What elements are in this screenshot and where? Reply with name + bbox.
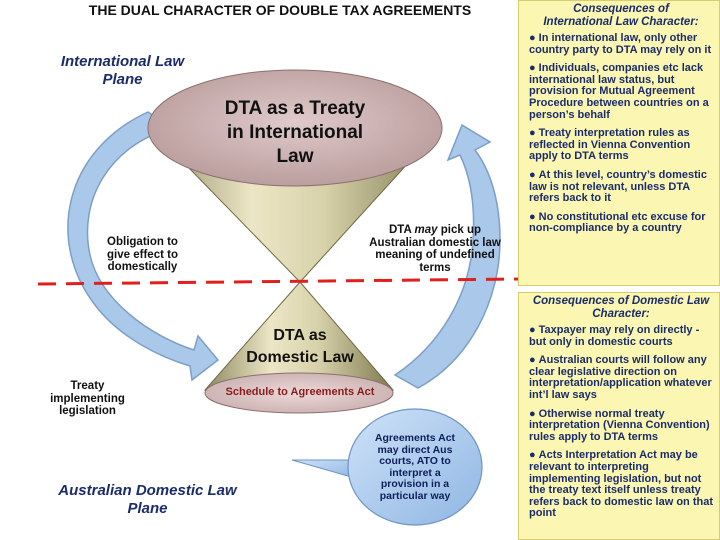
treaty-impl-line1: Treaty: [70, 380, 105, 392]
dom-item: ●Otherwise normal treaty interpretation …: [529, 407, 713, 444]
dom-item-text: Acts Interpretation Act may be relevant …: [529, 449, 713, 520]
bubble-pointer: [291, 459, 356, 479]
dom-item-text: Australian courts will follow any clear …: [529, 354, 712, 401]
callout-line6: particular way: [379, 489, 451, 502]
intl-item-text: Treaty interpretation rules as reflected…: [529, 127, 691, 163]
dom-item-text: Taxpayer may rely on directly - but only…: [529, 324, 700, 348]
obligation-label: Obligation to give effect to domesticall…: [90, 236, 195, 274]
international-plane-line1: International Law: [60, 53, 185, 70]
dom-item-text: Otherwise normal treaty interpretation (…: [529, 407, 710, 443]
treaty-line2: in International: [226, 122, 364, 143]
international-plane-label: International Law Plane: [40, 53, 205, 89]
bullet-icon: ●: [529, 354, 536, 367]
bullet-icon: ●: [529, 407, 536, 420]
dom-title-line1: Consequences of Domestic Law: [532, 295, 710, 307]
intl-item: ●Individuals, companies etc lack interna…: [529, 62, 713, 121]
callout-line5: provision in a: [380, 478, 450, 490]
callout-line4: interpret a: [389, 466, 441, 479]
bottom-ellipse: [204, 372, 394, 414]
international-consequences-panel: Consequences of International Law Charac…: [518, 0, 720, 286]
dom-item: ●Taxpayer may rely on directly - but onl…: [529, 324, 713, 348]
intl-item: ●In international law, only other countr…: [529, 32, 713, 56]
bullet-icon: ●: [529, 62, 536, 75]
right-curved-arrow: [393, 123, 501, 389]
bullet-icon: ●: [529, 210, 536, 223]
dta-may-line2: Australian domestic law: [369, 236, 501, 249]
dta-may-label: DTA may pick up Australian domestic law …: [350, 224, 520, 274]
intl-item: ●Treaty interpretation rules as reflecte…: [529, 127, 713, 163]
plane-divider: [37, 277, 521, 286]
international-plane-line2: Plane: [102, 71, 143, 88]
intl-item-text: No constitutional etc excuse for non-com…: [529, 210, 706, 235]
intl-title-line2: International Law Character:: [543, 15, 699, 28]
dta-may-line1: DTA may pick up: [350, 224, 520, 237]
bullet-icon: ●: [529, 127, 536, 140]
dta-may-line4: terms: [419, 261, 451, 274]
dom-title-line2: Character:: [592, 307, 650, 320]
callout-line3: courts, ATO to: [379, 455, 451, 467]
bullet-icon: ●: [529, 168, 536, 181]
treaty-impl-line3: legislation: [59, 405, 116, 417]
intl-panel-title: Consequences of International Law Charac…: [529, 3, 713, 28]
intl-title-line1: Consequences of: [573, 3, 669, 15]
bullet-icon: ●: [529, 324, 536, 336]
intl-item-text: In international law, only other country…: [529, 32, 712, 56]
left-curved-arrow: [67, 111, 220, 382]
bullet-icon: ●: [529, 449, 536, 462]
obligation-line2: give effect to: [107, 248, 178, 261]
dta-may-pre: DTA: [388, 224, 415, 236]
domestic-plane-label: Australian Domestic Law Plane: [25, 482, 270, 518]
callout-line1: Agreements Act: [374, 432, 456, 444]
dta-may-em: may: [414, 224, 438, 236]
treaty-implementing-label: Treaty implementing legislation: [40, 380, 135, 418]
intl-item: ●At this level, country’s domestic law i…: [529, 168, 713, 205]
agreements-act-callout-text: Agreements Act may direct Aus courts, AT…: [360, 432, 470, 502]
dta-may-line3: meaning of undefined: [375, 249, 495, 261]
diagram-title: THE DUAL CHARACTER OF DOUBLE TAX AGREEME…: [88, 2, 472, 18]
dom-panel-title: Consequences of Domestic Law Character:: [529, 295, 713, 320]
intl-item-text: Individuals, companies etc lack internat…: [529, 62, 709, 121]
domestic-plane-line2: Plane: [127, 500, 168, 517]
schedule-label: Schedule to Agreements Act: [225, 386, 375, 398]
domestic-shape-label: DTA as Domestic Law: [225, 325, 375, 369]
dom-item: ●Acts Interpretation Act may be relevant…: [529, 450, 713, 520]
treaty-impl-line2: implementing: [50, 392, 125, 405]
domestic-consequences-panel: Consequences of Domestic Law Character: …: [518, 292, 720, 540]
treaty-shape-label: DTA as a Treaty in International Law: [200, 97, 390, 169]
callout-line2: may direct Aus: [377, 443, 453, 456]
domestic-shape-line2: Domestic Law: [246, 349, 354, 366]
obligation-line3: domestically: [107, 261, 178, 273]
domestic-shape-line1: DTA as: [273, 327, 327, 344]
top-ellipse: [147, 69, 443, 187]
treaty-line1: DTA as a Treaty: [224, 98, 366, 119]
dta-may-post: pick up: [437, 224, 482, 236]
treaty-line3: Law: [276, 146, 314, 167]
bullet-icon: ●: [529, 32, 536, 44]
intl-item: ●No constitutional etc excuse for non-co…: [529, 210, 713, 235]
bubble-callout: [347, 408, 483, 526]
intl-item-text: At this level, country’s domestic law is…: [529, 168, 707, 205]
obligation-line1: Obligation to: [107, 236, 178, 248]
dom-item: ●Australian courts will follow any clear…: [529, 354, 713, 401]
domestic-plane-line1: Australian Domestic Law: [58, 482, 237, 499]
